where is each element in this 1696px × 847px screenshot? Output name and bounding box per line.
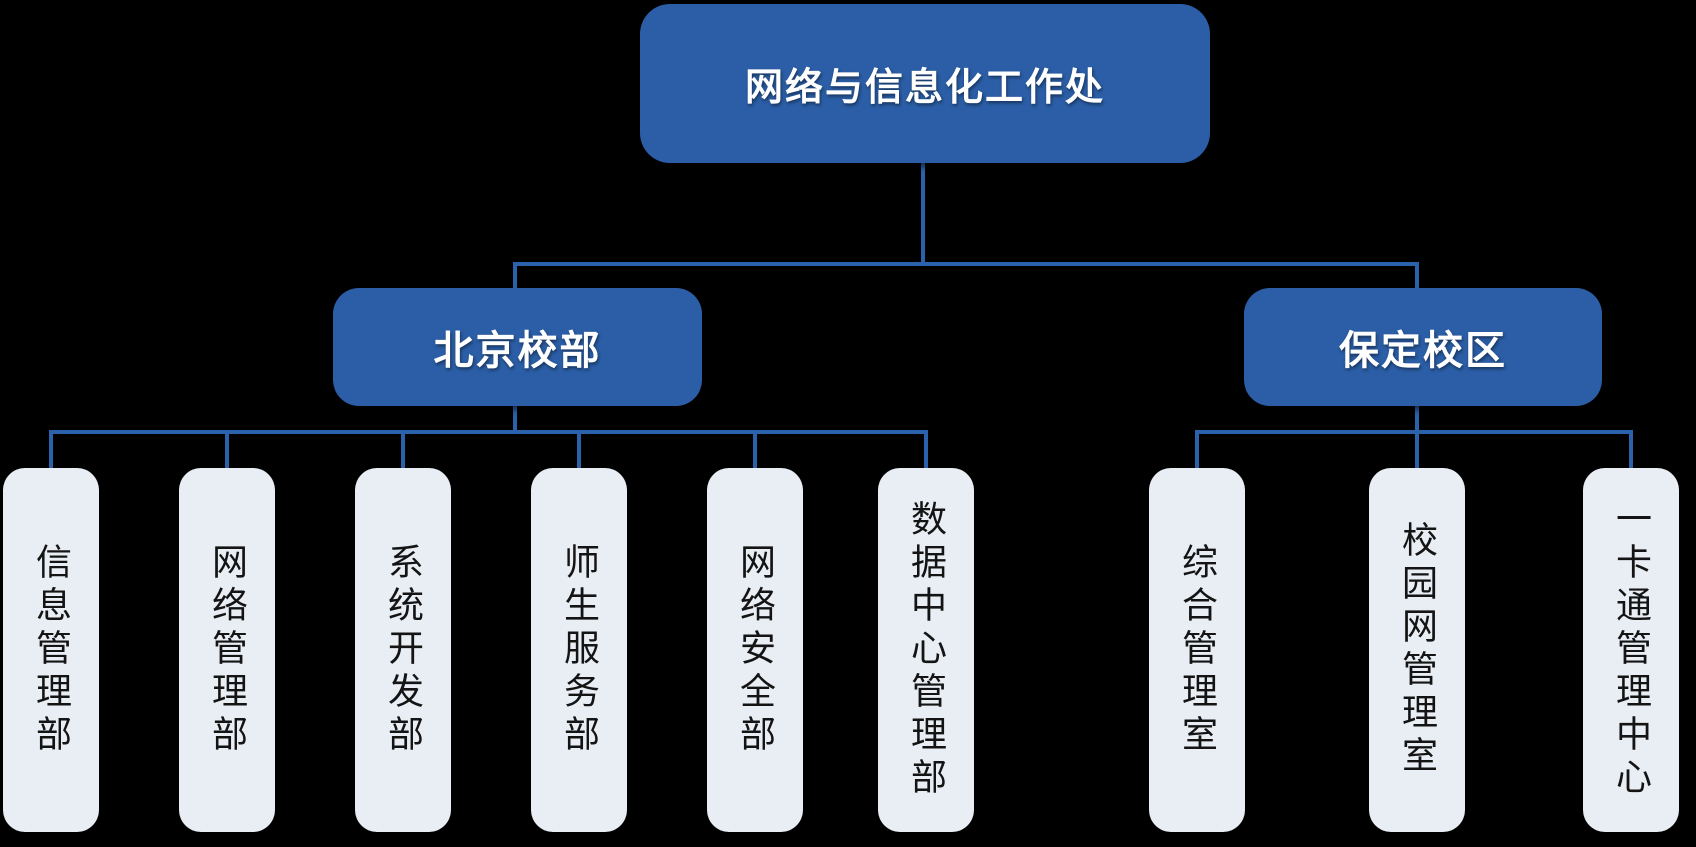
leaf-label: 数据中心管理部 — [906, 499, 947, 801]
org-node-beijing-campus: 北京校部 — [333, 288, 702, 406]
org-leaf-teacher-student-service: 师生服务部 — [531, 468, 627, 832]
leaf-label: 信息管理部 — [31, 542, 72, 758]
org-leaf-network-management: 网络管理部 — [179, 468, 275, 832]
connector-baoding-bus — [1195, 430, 1633, 434]
connector-drop-leaf-3 — [401, 430, 405, 468]
connector-baoding-stem — [1415, 406, 1419, 432]
leaf-label: 网络安全部 — [735, 542, 776, 758]
org-leaf-info-management: 信息管理部 — [3, 468, 99, 832]
connector-beijing-stem — [513, 406, 517, 432]
org-leaf-one-card-management-center: 一卡通管理中心 — [1583, 468, 1679, 832]
connector-beijing-bus — [49, 430, 928, 434]
org-leaf-data-center-management: 数据中心管理部 — [878, 468, 974, 832]
org-leaf-campus-network-management: 校园网管理室 — [1369, 468, 1465, 832]
connector-drop-leaf-2 — [225, 430, 229, 468]
connector-drop-leaf-1 — [49, 430, 53, 468]
connector-drop-leaf-8 — [1415, 430, 1419, 468]
org-node-root-label: 网络与信息化工作处 — [744, 67, 1105, 109]
leaf-label: 网络管理部 — [207, 542, 248, 758]
connector-drop-beijing — [513, 262, 517, 288]
org-node-root: 网络与信息化工作处 — [640, 4, 1210, 163]
org-leaf-comprehensive-management: 综合管理室 — [1149, 468, 1245, 832]
org-node-baoding-label: 保定校区 — [1339, 329, 1507, 373]
org-node-baoding-campus: 保定校区 — [1244, 288, 1602, 406]
leaf-label: 综合管理室 — [1177, 542, 1218, 758]
leaf-label: 师生服务部 — [559, 542, 600, 758]
connector-drop-leaf-6 — [924, 430, 928, 468]
leaf-label: 校园网管理室 — [1397, 521, 1438, 779]
leaf-label: 一卡通管理中心 — [1611, 499, 1652, 801]
connector-drop-leaf-4 — [577, 430, 581, 468]
connector-drop-baoding — [1415, 262, 1419, 288]
connector-drop-leaf-9 — [1629, 430, 1633, 468]
connector-level1-bus — [513, 262, 1419, 266]
leaf-label: 系统开发部 — [383, 542, 424, 758]
org-leaf-system-development: 系统开发部 — [355, 468, 451, 832]
org-leaf-network-security: 网络安全部 — [707, 468, 803, 832]
connector-drop-leaf-7 — [1195, 430, 1199, 468]
org-node-beijing-label: 北京校部 — [433, 329, 602, 373]
connector-root-stem — [921, 163, 925, 262]
connector-drop-leaf-5 — [753, 430, 757, 468]
